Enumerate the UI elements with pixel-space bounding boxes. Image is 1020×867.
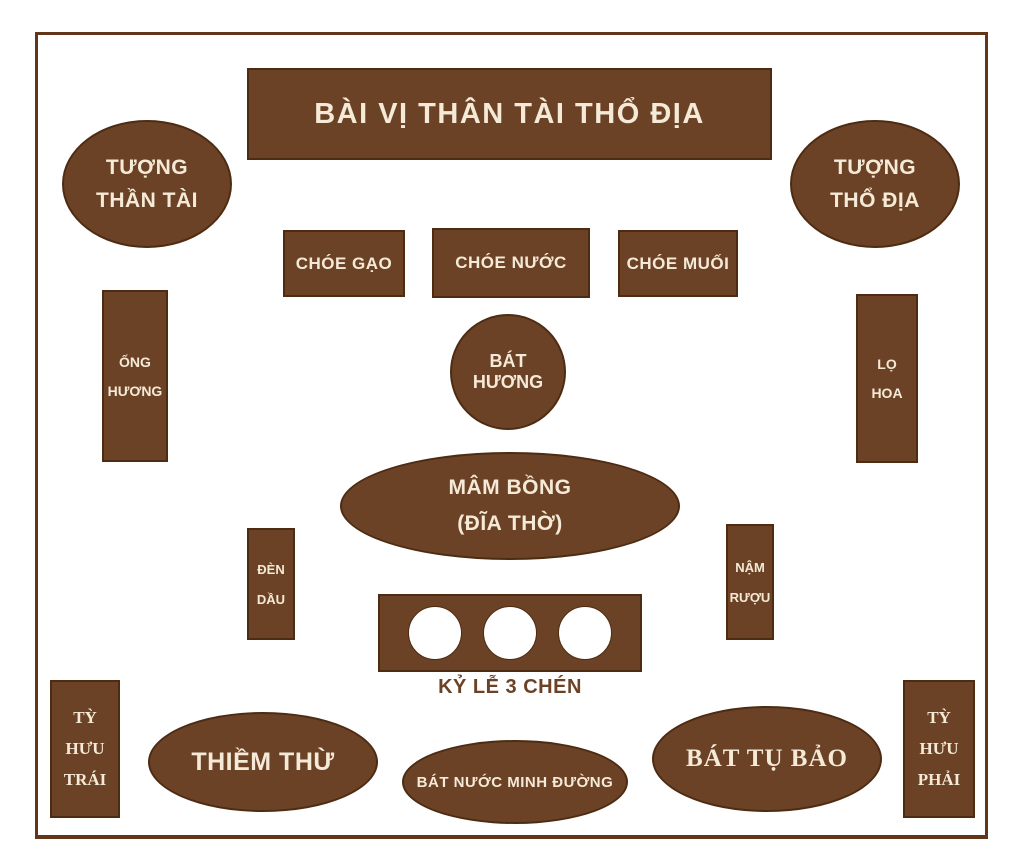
wine-flask: NẬM RƯỢU (726, 524, 774, 640)
cup-tray (378, 594, 642, 672)
jar-rice: CHÓE GẠO (283, 230, 405, 297)
flower-vase-line2: HOA (871, 385, 903, 401)
flower-vase: LỌ HOA (856, 294, 918, 463)
wine-flask-line1: NẬM (735, 559, 765, 575)
pixiu-right-line1: TỲ (927, 708, 951, 727)
flower-vase-line1: LỌ (877, 356, 897, 372)
fruit-tray-line2: (ĐĨA THỜ) (457, 512, 563, 535)
incense-tube: ỐNG HƯƠNG (102, 290, 168, 462)
pixiu-right-line2: HƯU (919, 739, 959, 758)
pixiu-left-line3: TRÁI (63, 770, 107, 789)
statue-tho-dia-line2: THỔ ĐỊA (830, 188, 920, 212)
oil-lamp: ĐÈN DẦU (247, 528, 295, 640)
minh-duong-water-bowl: BÁT NƯỚC MINH ĐƯỜNG (402, 740, 628, 824)
cup-circle (483, 606, 537, 660)
pixiu-left-line2: HƯU (65, 739, 105, 758)
wine-flask-line2: RƯỢU (729, 589, 771, 605)
pixiu-left-line1: TỲ (73, 708, 97, 727)
diagram-outer-frame (35, 32, 988, 839)
jar-salt-label: CHÓE MUỐI (626, 253, 730, 273)
statue-tho-dia: TƯỢNG THỔ ĐỊA (790, 120, 960, 248)
tablet-banner: BÀI VỊ THÂN TÀI THỔ ĐỊA (247, 68, 772, 160)
pixiu-right: TỲ HƯU PHẢI (903, 680, 975, 818)
jar-water: CHÓE NƯỚC (432, 228, 590, 298)
fruit-tray-line1: MÂM BỒNG (448, 476, 572, 499)
minh-duong-water-bowl-label: BÁT NƯỚC MINH ĐƯỜNG (416, 773, 614, 791)
cup-circle (558, 606, 612, 660)
jar-water-label: CHÓE NƯỚC (455, 253, 567, 272)
jar-salt: CHÓE MUỐI (618, 230, 738, 297)
statue-than-tai: TƯỢNG THẦN TÀI (62, 120, 232, 248)
fruit-tray: MÂM BỒNG (ĐĨA THỜ) (340, 452, 680, 560)
cup-tray-caption: KỶ LỄ 3 CHÉN (438, 676, 582, 698)
tablet-label: BÀI VỊ THÂN TÀI THỔ ĐỊA (314, 97, 705, 130)
incense-tube-line2: HƯƠNG (107, 382, 163, 399)
cup-circle (408, 606, 462, 660)
pixiu-left: TỲ HƯU TRÁI (50, 680, 120, 818)
oil-lamp-line1: ĐÈN (257, 561, 285, 577)
jar-rice-label: CHÓE GẠO (295, 253, 393, 273)
treasure-bowl: BÁT TỤ BẢO (652, 706, 882, 812)
money-toad: THIỀM THỪ (148, 712, 378, 812)
statue-than-tai-line1: TƯỢNG (105, 155, 189, 179)
money-toad-label: THIỀM THỪ (191, 747, 335, 776)
statue-than-tai-line2: THẦN TÀI (96, 188, 198, 212)
oil-lamp-line2: DẦU (256, 591, 286, 607)
treasure-bowl-label: BÁT TỤ BẢO (686, 745, 848, 772)
incense-bowl: BÁT HƯƠNG (450, 314, 566, 430)
statue-tho-dia-line1: TƯỢNG (833, 155, 917, 179)
pixiu-right-line3: PHẢI (917, 770, 961, 789)
incense-bowl-label: BÁT HƯƠNG (472, 351, 544, 392)
incense-tube-line1: ỐNG (119, 353, 151, 370)
